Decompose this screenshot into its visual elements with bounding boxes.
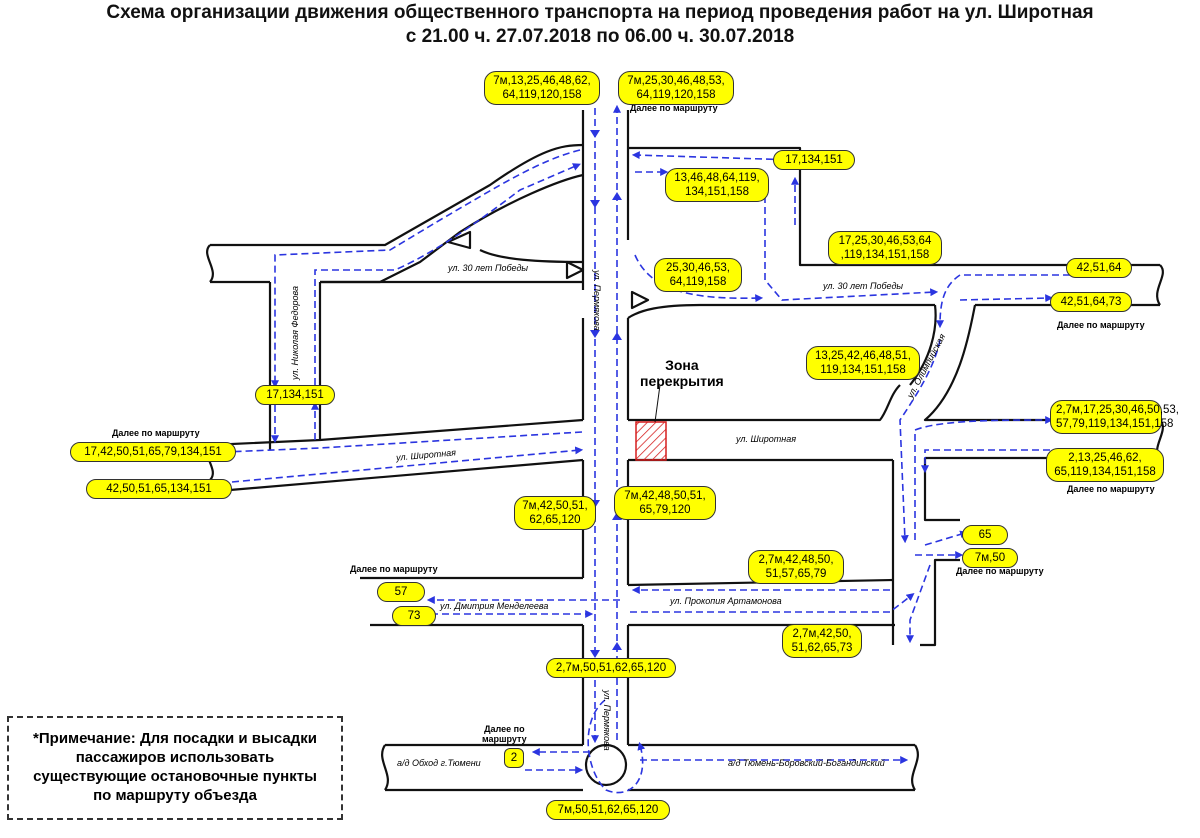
route-label-7m-bottom: 7м,50,51,62,65,120: [546, 800, 670, 820]
route-label-2-13-right: 2,13,25,46,62,65,119,134,151,158: [1046, 448, 1164, 482]
island-west: [565, 260, 585, 280]
note-line2: пассажиров использовать: [75, 749, 275, 766]
road-edges: [206, 110, 1164, 792]
continue-bottom-center: Далее по маршруту: [482, 724, 527, 744]
continue-bottom-center-line2: маршруту: [482, 734, 527, 744]
route-label-2-small: 2: [504, 748, 524, 768]
east-road-b: [923, 458, 960, 522]
direction-chevrons: [590, 130, 622, 658]
olimpiyskaya-east: [923, 304, 1160, 422]
map-title-line2: с 21.00 ч. 27.07.2018 по 06.00 ч. 30.07.…: [405, 26, 795, 47]
olimpiyskaya-west: [909, 304, 937, 386]
route-label-17-42-left: 17,42,50,51,65,79,134,151: [70, 442, 236, 462]
route-label-top-right: 7м,25,30,46,48,53,64,119,120,158: [618, 71, 734, 105]
route-label-17-left: 17,134,151: [255, 385, 335, 405]
route-label-42-right: 42,51,64: [1066, 258, 1132, 278]
route-label-2-lower: 2,7м,42,50,51,62,65,73: [782, 624, 862, 658]
street-mendeleeva: ул. Дмитрия Менделеева: [440, 601, 549, 611]
route-label-73: 73: [392, 606, 436, 626]
street-tyumen-borovsky: а/д Тюмень-Боровский-Богандинский: [728, 758, 885, 768]
diagonal-road-south-edge: [320, 173, 584, 284]
route-label-17-right: 17,25,30,46,53,64,119,134,151,158: [828, 231, 942, 265]
continue-top-center: Далее по маршруту: [630, 103, 718, 113]
island-nw: [446, 230, 472, 250]
map-title-line1: Схема организации движения общественного…: [106, 2, 1094, 23]
street-pobedy-east: ул. 30 лет Победы: [823, 281, 904, 291]
zone-label-line2: перекрытия: [640, 373, 724, 389]
route-label-7m-left: 7м,42,50,51,62,65,120: [514, 496, 596, 530]
street-fedorova: ул. Николая Федорова: [290, 286, 300, 380]
continue-right-upper: Далее по маршруту: [1057, 320, 1145, 330]
route-label-2-bottom: 2,7м,50,51,62,65,120: [546, 658, 676, 678]
pobedy-east-south: [627, 303, 935, 319]
route-label-42-left: 42,50,51,65,134,151: [86, 479, 232, 499]
route-label-42-73-right: 42,51,64,73: [1050, 292, 1132, 312]
continue-bottom-left: Далее по маршруту: [350, 564, 438, 574]
note-box: *Примечание: Для посадки и высадки пасса…: [7, 716, 343, 820]
street-pobedy-west: ул. 30 лет Победы: [448, 263, 529, 273]
continue-bottom-center-line1: Далее по: [484, 724, 525, 734]
route-label-13-inner: 13,46,48,64,119,134,151,158: [665, 168, 769, 202]
shirotnaya-east-north: [628, 384, 901, 422]
continue-right-lower: Далее по маршруту: [956, 566, 1044, 576]
route-label-13-right: 13,25,42,46,48,51,119,134,151,158: [806, 346, 920, 380]
route-label-57: 57: [377, 582, 425, 602]
closure-zone-label: Зона перекрытия: [640, 357, 724, 389]
route-label-17-top: 17,134,151: [773, 150, 855, 170]
route-label-2-right: 2,7м,17,25,30,46,50,53,57,79,119,134,151…: [1050, 400, 1179, 434]
zone-label-line1: Зона: [665, 357, 699, 373]
shirotnaya-west-south: [229, 458, 584, 492]
closure-zone: [635, 421, 667, 461]
note-line4: по маршруту объезда: [93, 787, 257, 804]
east-road-d: [920, 558, 960, 647]
continue-right-middle: Далее по маршруту: [1067, 484, 1155, 494]
zone-pointer: [654, 384, 661, 423]
street-shirotnaya-east: ул. Широтная: [736, 434, 797, 444]
street-artamonova: ул. Прокопия Артамонова: [670, 596, 782, 606]
island-east: [630, 290, 650, 310]
diagonal-road-north-edge: [210, 143, 584, 247]
route-label-25-inner: 25,30,46,53,64,119,158: [654, 258, 742, 292]
street-permyakova-bottom: ул. Пермякова: [602, 690, 612, 751]
route-label-7m-center: 7м,42,48,50,51,65,79,120: [614, 486, 716, 520]
route-label-2-center: 2,7м,42,48,50,51,57,65,79: [748, 550, 844, 584]
route-label-65: 65: [962, 525, 1008, 545]
route-label-7m-50: 7м,50: [962, 548, 1018, 568]
shirotnaya-west-north: [209, 418, 584, 447]
pobedy-west-north: [479, 249, 584, 264]
note-line1: *Примечание: Для посадки и высадки: [33, 730, 317, 747]
street-permyakova-top: ул. Пермякова: [592, 270, 602, 331]
continue-left: Далее по маршруту: [112, 428, 200, 438]
note-line3: существующие остановочные пункты: [33, 768, 317, 785]
route-label-top-left: 7м,13,25,46,48,62,64,119,120,158: [484, 71, 600, 105]
route-arrows: [221, 104, 1070, 794]
street-obhod: а/д Обход г.Тюмени: [397, 758, 481, 768]
